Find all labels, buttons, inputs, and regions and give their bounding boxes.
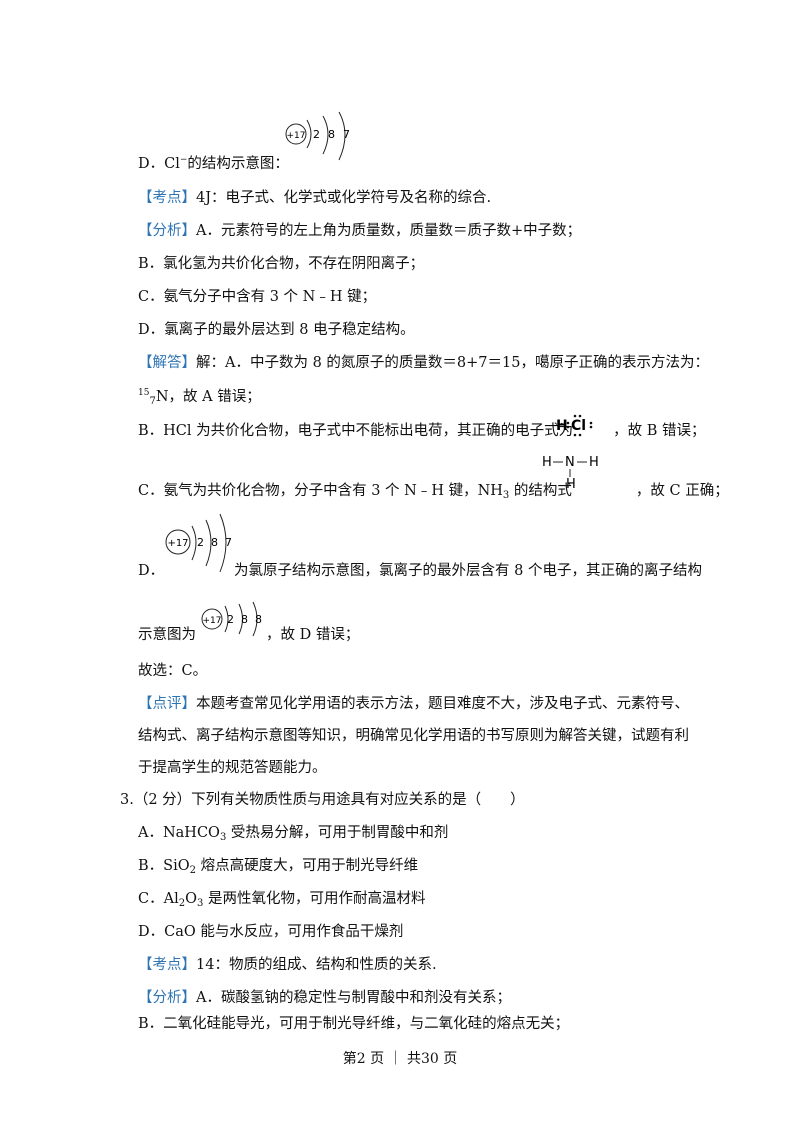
q3-option-b: B．SiO2 熔点高硬度大，可用于制光导纤维 — [138, 858, 419, 876]
page-footer: 第2 页 ｜ 共30 页 — [342, 1051, 458, 1067]
tag-fenxi: 【分析】 — [138, 990, 196, 1006]
line-d1: D．氯离子的最外层达到 8 电子稳定结构。 — [138, 322, 415, 338]
line-d2-post: 为氯原子结构示意图，氯离子的最外层含有 8 个电子，其正确的离子结构 — [234, 563, 702, 579]
cl-ion-correct-diagram: +17 2 8 8 — [199, 600, 265, 638]
cl-atom-diagram: +17 2 8 7 — [158, 512, 234, 574]
line-fenxi-2: 【分析】A．碳酸氢钠的稳定性与制胃酸中和剂没有关系； — [138, 990, 511, 1006]
line-guxuan: 故选：C。 — [138, 663, 208, 679]
hcl-cl: Cl — [571, 418, 586, 434]
nh3-h-right: H — [589, 455, 599, 470]
line-jieda: 【解答】解：A．中子数为 8 的氮原子的质量数＝8+7＝15，噶原子正确的表示方… — [138, 355, 709, 371]
hcl-h: H — [556, 418, 568, 434]
tag-jieda: 【解答】 — [138, 355, 196, 371]
line-d3-post: ，故 D 错误； — [266, 627, 360, 643]
tag-kaodian: 【考点】 — [138, 957, 196, 973]
shell-label: 2 — [197, 536, 204, 549]
q3-option-c: C．Al2O3 是两性氧化物，可用作耐高温材料 — [138, 891, 426, 909]
tag-kaodian: 【考点】 — [138, 190, 196, 206]
hcl-lewis-structure: H Cl — [555, 412, 595, 442]
line-dianping-3: 于提高学生的规范答题能力。 — [138, 760, 327, 776]
shell-label: 2 — [227, 613, 234, 626]
shell-label: 7 — [343, 128, 350, 141]
nucleus-label: +17 — [203, 616, 222, 626]
nh3-n: N — [565, 455, 575, 470]
line-b3: B．二氧化硅能导光，可用于制光导纤维，与二氧化硅的熔点无关； — [138, 1016, 570, 1032]
tag-fenxi: 【分析】 — [138, 223, 196, 239]
question-3: 3.（2 分）下列有关物质性质与用途具有对应关系的是（ ） — [120, 792, 525, 808]
line-d-cl: D．Cl−的结构示意图： — [138, 155, 289, 172]
line-fenxi-1: 【分析】A．元素符号的左上角为质量数，质量数＝质子数+中子数； — [138, 223, 582, 239]
line-dianping-2: 结构式、离子结构示意图等知识，明确常见化学用语的书写原则为解答关键，试题有利 — [138, 728, 689, 744]
line-kaodian-2: 【考点】14：物质的组成、结构和性质的关系. — [138, 957, 437, 973]
line-d3-pre: 示意图为 — [138, 627, 196, 643]
nh3-h-bottom: H — [566, 477, 576, 490]
tag-dianping: 【点评】 — [138, 696, 196, 712]
nucleus-label: +17 — [287, 131, 306, 141]
line-d2-pre: D． — [138, 563, 165, 579]
shell-label: 2 — [313, 128, 320, 141]
q3-option-d: D．CaO 能与水反应，可用作食品干燥剂 — [138, 924, 404, 940]
line-b2: B．HCl 为共价化合物，电子式中不能标出电荷，其正确的电子式为，故 B 错误； — [138, 423, 706, 439]
shell-label: 8 — [328, 128, 335, 141]
shell-label: 8 — [211, 536, 218, 549]
nucleus-label: +17 — [167, 538, 188, 549]
line-kaodian-1: 【考点】4J：电子式、化学式或化学符号及名称的综合. — [138, 190, 492, 206]
shell-label: 8 — [255, 613, 262, 626]
line-n15: 157N，故 A 错误； — [138, 388, 261, 407]
nh3-h-left: H — [542, 455, 552, 470]
line-b1: B．氯化氢为共价化合物，不存在阴阳离子； — [138, 256, 425, 272]
shell-label: 8 — [241, 613, 248, 626]
line-c2: C．氨气为共价化合物，分子中含有 3 个 N﹣H 键，NH3 的结构式，故 C … — [138, 483, 729, 501]
nh3-structural-formula: H N H H — [540, 452, 604, 490]
cl-ion-diagram-top: +17 2 8 7 — [283, 108, 353, 166]
line-c1: C．氨气分子中含有 3 个 N﹣H 键； — [138, 289, 377, 305]
line-dianping-1: 【点评】本题考查常见化学用语的表示方法，题目难度不大，涉及电子式、元素符号、 — [138, 696, 689, 712]
q3-option-a: A．NaHCO3 受热易分解，可用于制胃酸中和剂 — [138, 825, 449, 843]
shell-label: 7 — [225, 536, 232, 549]
